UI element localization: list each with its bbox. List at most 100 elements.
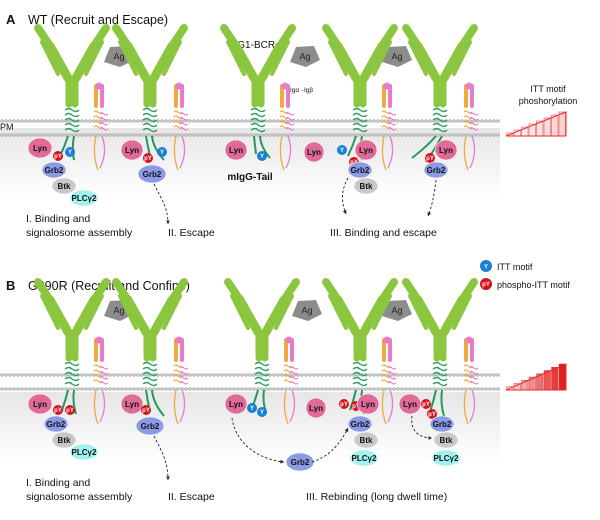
lipid-head <box>320 373 324 377</box>
antibody-domain <box>372 294 392 330</box>
lipid-head <box>416 119 420 123</box>
lipid-head <box>116 373 120 377</box>
lyn: Lyn <box>120 139 144 161</box>
lipid-head <box>372 133 376 137</box>
lipid-head <box>224 133 228 137</box>
lipid-head <box>152 133 156 137</box>
antibody-domain <box>90 24 110 50</box>
lipid-head <box>52 133 56 137</box>
lipid-head <box>200 119 204 123</box>
grb2-shape <box>347 415 373 433</box>
lipid-head <box>108 133 112 137</box>
lipid-head <box>92 387 96 391</box>
lipid-head <box>288 133 292 137</box>
gradient-triangle <box>505 111 567 137</box>
lipid-head <box>20 373 24 377</box>
grb2: Grb2 <box>429 415 455 433</box>
lyn: Lyn <box>27 137 53 159</box>
igg1-bcr-antibody <box>220 24 296 133</box>
ig-beta-coil <box>289 376 299 380</box>
lipid-head <box>28 119 32 123</box>
lipid-head <box>208 119 212 123</box>
antibody-domain <box>84 40 104 76</box>
transmembrane-coil <box>352 122 368 128</box>
gradient-step <box>551 114 559 137</box>
lipid-head <box>320 119 324 123</box>
antibody-domain <box>71 41 99 83</box>
lipid-head <box>488 119 492 123</box>
lipid-head <box>228 373 232 377</box>
ig-beta-coil <box>469 376 479 380</box>
lipid-head <box>132 119 136 123</box>
dashed-arrow <box>311 427 349 463</box>
ig-alpha-tail <box>463 135 469 171</box>
lipid-head <box>264 133 268 137</box>
phospho-itt-motif <box>53 405 63 415</box>
transmembrane-coil <box>64 107 80 113</box>
ig-alpha-tail <box>381 389 387 425</box>
lipid-head <box>116 133 120 137</box>
plcg2: PLCγ2 <box>69 443 99 461</box>
ig-alpha-beta-heterodimer <box>463 82 479 171</box>
antibody-domain <box>372 40 392 76</box>
lipid-head <box>488 373 492 377</box>
transmembrane-coil <box>142 376 158 382</box>
plcg2-shape <box>69 189 99 207</box>
transmembrane-coil <box>64 361 80 367</box>
lipid-head <box>48 373 52 377</box>
lipid-head <box>20 119 24 123</box>
btk-label: Btk <box>58 436 71 445</box>
lipid-head <box>256 133 260 137</box>
panel-a-caption-3: III. Binding and escape <box>330 227 437 239</box>
lipid-head <box>124 373 128 377</box>
lipid-head <box>352 387 356 391</box>
transmembrane-coil <box>432 122 448 128</box>
transmembrane-coil <box>352 107 368 113</box>
lipid-head <box>352 133 356 137</box>
lipid-head <box>40 119 44 123</box>
phospho-itt-text: pY <box>340 402 348 408</box>
lipid-head <box>92 133 96 137</box>
lipid-head <box>68 133 72 137</box>
ig-beta-tail <box>387 389 394 423</box>
ig-beta-coil <box>99 122 109 126</box>
lipid-head <box>488 387 492 391</box>
lipid-head <box>468 387 472 391</box>
phospho-itt-text: pY <box>54 154 62 160</box>
iga-igb-separator: - <box>301 87 303 94</box>
lipid-head <box>292 387 296 391</box>
lipid-head <box>124 387 128 391</box>
antibody-domain <box>402 24 422 50</box>
lipid-head <box>484 133 488 137</box>
lipid-head <box>460 119 464 123</box>
lipid-head <box>24 133 28 137</box>
lipid-head <box>400 373 404 377</box>
transmembrane-coil <box>142 117 158 123</box>
antibody-domain <box>112 24 132 50</box>
lyn-label: Lyn <box>125 400 139 409</box>
lipid-head <box>460 373 464 377</box>
lipid-head <box>20 387 24 391</box>
lipid-head <box>56 387 60 391</box>
panel-b-title: G390R (Recruit and Confine) <box>28 279 190 293</box>
lipid-head <box>232 133 236 137</box>
lipid-head <box>136 373 140 377</box>
antibody-domain <box>149 41 177 83</box>
phospho-legend-icon-text: pY <box>482 282 490 288</box>
lipid-head <box>124 119 128 123</box>
lipid-head <box>164 133 168 137</box>
lipid-head <box>108 373 112 377</box>
lipid-head <box>244 119 248 123</box>
plcg2-label: PLCγ2 <box>434 454 459 463</box>
lipid-head <box>32 133 36 137</box>
antibody-domain <box>439 295 467 337</box>
lipid-head <box>140 387 144 391</box>
lyn: Lyn <box>303 141 325 163</box>
lipid-head <box>28 133 32 137</box>
grb2: Grb2 <box>423 161 449 179</box>
grb2-shape <box>43 415 69 433</box>
lipid-head <box>196 133 200 137</box>
lipid-head <box>452 373 456 377</box>
arrow-head <box>428 436 432 440</box>
lipid-head <box>448 133 452 137</box>
